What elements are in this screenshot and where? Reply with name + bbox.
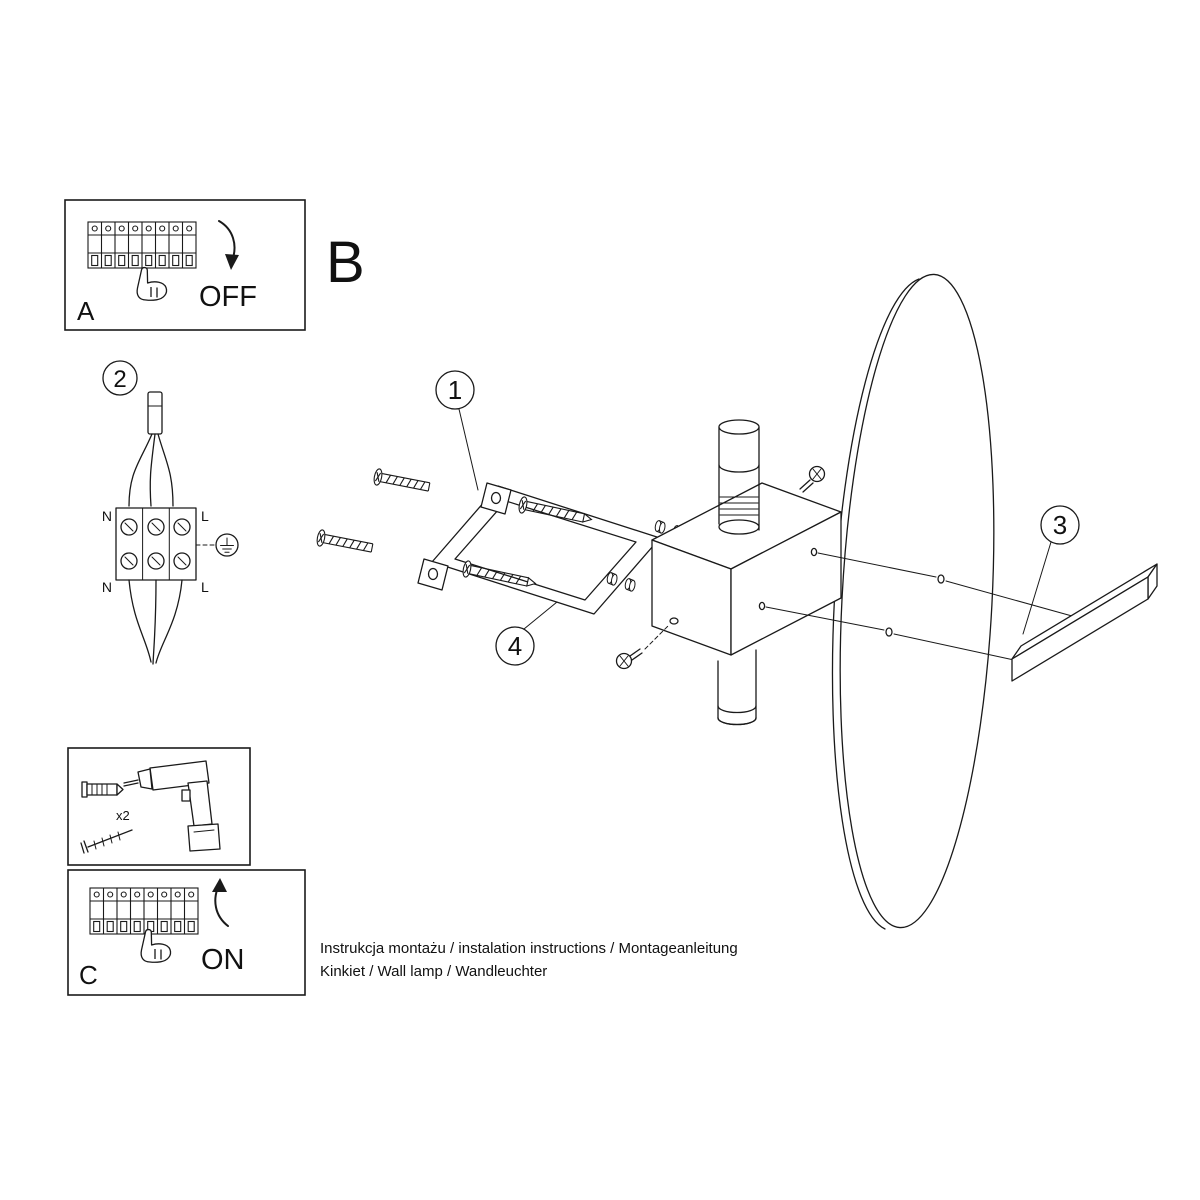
panel-a-border [64, 199, 306, 331]
tools-panel-border [67, 747, 251, 866]
terminal-block [115, 507, 197, 581]
label-l-bottom: L [201, 579, 209, 595]
top-cylinder [718, 419, 760, 535]
label-n-top: N [102, 508, 112, 524]
screw-icon [315, 528, 375, 557]
earth-symbol-icon [195, 533, 239, 557]
alignment-lines [765, 552, 1073, 661]
wall-plug-icon [81, 781, 124, 798]
hand-icon [136, 266, 168, 301]
bottom-cylinder [717, 649, 757, 726]
wire-connector [147, 391, 163, 435]
mounting-screw-icon [80, 829, 133, 854]
disc-hole [937, 574, 945, 584]
on-label: ON [201, 944, 245, 976]
step2-wiring: 2 N L N L [102, 360, 239, 665]
washer-icon [623, 577, 637, 593]
callout-2: 2 [102, 360, 138, 396]
washer-icon [653, 519, 667, 535]
back-panel-strip [1011, 563, 1158, 682]
footer: Instrukcja montażu / instalation instruc… [320, 940, 738, 980]
callout-3-number: 3 [1053, 510, 1067, 540]
box-hole [810, 547, 818, 557]
housing-box [651, 482, 842, 656]
screw-top-right [799, 465, 826, 493]
lamp-disc [831, 273, 995, 930]
panel-c: C ON [67, 869, 306, 996]
panel-c-label: C [79, 960, 98, 990]
wires-top [128, 433, 174, 507]
box-hole [758, 601, 766, 611]
label-n-bottom: N [102, 579, 112, 595]
disc-hole [885, 627, 893, 637]
label-l-top: L [201, 508, 209, 524]
section-b-label: B [326, 230, 365, 295]
box-hole [669, 617, 679, 625]
exploded-view: 1 4 3 [315, 273, 1158, 930]
x2-label: x2 [116, 808, 130, 823]
on-arrow-icon [212, 878, 229, 927]
mounting-bracket [417, 482, 661, 615]
callout-3: 3 [1022, 505, 1080, 635]
breaker-icon [87, 221, 197, 269]
callout-4: 4 [495, 601, 558, 666]
panel-c-border [67, 869, 306, 996]
off-arrow-icon [218, 220, 239, 270]
screw-icon [372, 467, 432, 496]
wires-bottom [128, 579, 183, 665]
callout-4-number: 4 [508, 631, 522, 661]
footer-line2: Kinkiet / Wall lamp / Wandleuchter [320, 963, 547, 980]
panel-a: A OFF [64, 199, 306, 331]
callout-2-number: 2 [113, 366, 126, 393]
tools-panel: x2 [67, 747, 251, 866]
drill-icon [123, 760, 221, 852]
panel-a-label: A [77, 296, 95, 326]
breaker-icon [89, 887, 199, 935]
screw-bottom [615, 625, 669, 670]
callout-1: 1 [435, 370, 479, 491]
off-label: OFF [199, 281, 257, 313]
footer-line1: Instrukcja montażu / instalation instruc… [320, 940, 738, 957]
callout-1-number: 1 [448, 375, 462, 405]
